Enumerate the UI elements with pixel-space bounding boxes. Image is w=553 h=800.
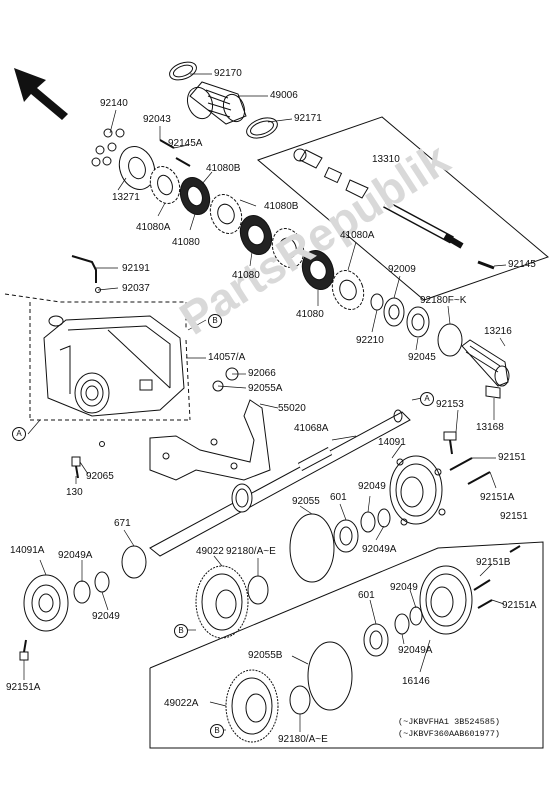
part-label: 92055 (292, 496, 320, 507)
part-label: 92151A (502, 600, 537, 611)
part-label: 92055B (248, 650, 283, 661)
part-label: 92151 (498, 452, 526, 463)
part-label: 41080B (206, 163, 241, 174)
part-label: 13216 (484, 326, 512, 337)
part-label: 92009 (388, 264, 416, 275)
steel-balls (91, 128, 125, 167)
part-label: 41080 (172, 237, 200, 248)
part-label: 92170 (214, 68, 242, 79)
part-label: 13310 (372, 154, 400, 165)
bracket (149, 399, 271, 481)
part-label: 16146 (402, 676, 430, 687)
ring-gear-lower (225, 669, 279, 743)
part-label: 92145A (168, 138, 203, 149)
part-label: 92049A (398, 645, 433, 656)
part-label: 92180/A~E (278, 734, 328, 745)
part-label: 92049 (92, 611, 120, 622)
leader-lines (23, 73, 507, 732)
propeller-shaft-group (257, 116, 549, 301)
part-label: 92055A (248, 383, 283, 394)
part-label: 92043 (143, 114, 171, 125)
part-label: 13168 (476, 422, 504, 433)
part-label: 92049 (390, 582, 418, 593)
callout-a-left: A (12, 427, 26, 441)
drive-shaft (149, 409, 411, 557)
part-label: 41080A (340, 230, 375, 241)
part-label: 92151 (500, 511, 528, 522)
part-label: 601 (358, 590, 375, 601)
callout-b-middle: B (174, 624, 188, 638)
part-label: 601 (330, 492, 347, 503)
part-label: 49022A (164, 698, 199, 709)
callout-b-upper: B (208, 314, 222, 328)
part-label: 92180/A~E (226, 546, 276, 557)
front-direction-arrow (14, 68, 68, 120)
part-label: 671 (114, 518, 131, 529)
callout-b-lower: B (210, 724, 224, 738)
hub-lower (419, 565, 473, 635)
part-label: 41080 (296, 309, 324, 320)
boot-group (169, 61, 278, 139)
part-label: 92191 (122, 263, 150, 274)
serial-range-2: (~JKBVF360AAB601977) (398, 729, 501, 739)
part-label: 41080B (264, 201, 299, 212)
part-label: 92151B (476, 557, 511, 568)
part-label: 41080A (136, 222, 171, 233)
part-label: 92049A (362, 544, 397, 555)
part-label: 92049A (58, 550, 93, 561)
gear-case-housing (43, 315, 185, 417)
part-label: 92151A (480, 492, 515, 503)
housing-guides (4, 293, 191, 421)
part-label: 14091 (378, 437, 406, 448)
pressure-plate (118, 146, 156, 190)
part-label: 41080 (232, 270, 260, 281)
part-label: 92153 (436, 399, 464, 410)
part-label: 92180F~K (420, 295, 467, 306)
part-label: 92210 (356, 335, 384, 346)
part-label: 14091A (10, 545, 45, 556)
pinion-gear (461, 339, 510, 387)
callout-a-right: A (420, 392, 434, 406)
part-label: 92171 (294, 113, 322, 124)
part-label: 92049 (358, 481, 386, 492)
part-label: 14057/A (208, 352, 246, 363)
part-label: 92045 (408, 352, 436, 363)
subassembly-box (149, 541, 544, 749)
hub-left (19, 571, 110, 661)
part-label: 41068A (294, 423, 329, 434)
part-label: 92066 (248, 368, 276, 379)
hub-upper (389, 455, 446, 526)
part-label: 92145 (508, 259, 536, 270)
part-label: 13271 (112, 192, 140, 203)
part-label: 92065 (86, 471, 114, 482)
serial-range-1: (~JKBVFHA1 3B524585) (398, 717, 501, 727)
part-label: 92037 (122, 283, 150, 294)
part-label: 55020 (278, 403, 306, 414)
clutch-plates (149, 166, 365, 310)
part-label: 92140 (100, 98, 128, 109)
part-label: 130 (66, 487, 83, 498)
ring-gear-upper (195, 565, 249, 639)
part-label: 92151A (6, 682, 41, 693)
part-label: 49022 (196, 546, 224, 557)
part-label: 49006 (270, 90, 298, 101)
